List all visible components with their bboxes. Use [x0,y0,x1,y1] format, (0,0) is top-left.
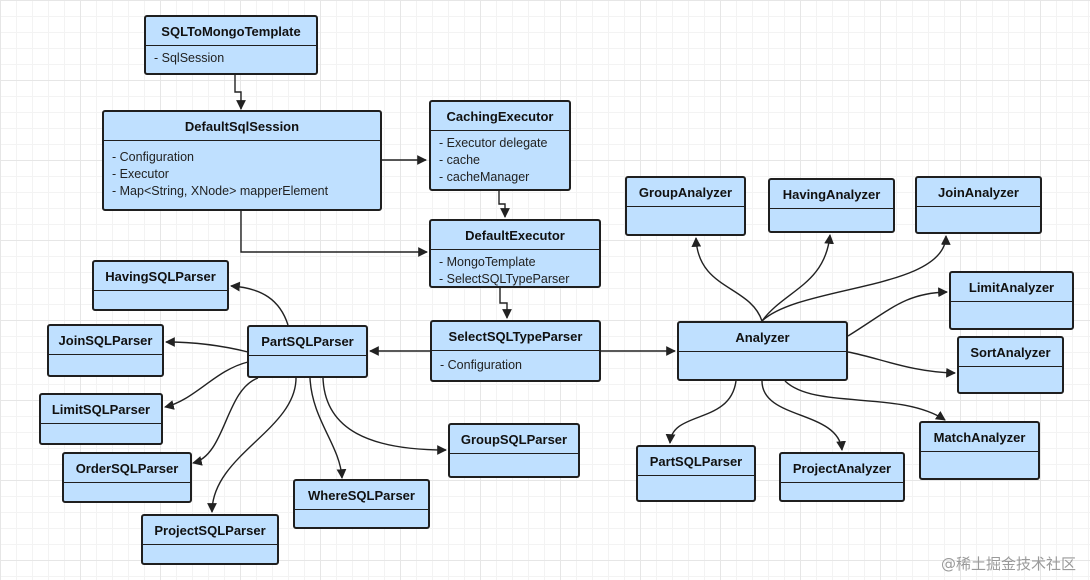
class-attribute: - SqlSession [154,51,225,65]
class-attribute: - cacheManager [439,170,530,184]
edge-analyzer-matchanalyzer [784,380,946,421]
class-attributes: - SqlSession [146,46,316,73]
class-havingsqlparser[interactable]: HavingSQLParser [92,260,229,311]
edge-analyzer-sortanalyzer [847,351,956,378]
edge-analyzer-joinanalyzer [761,235,951,322]
class-analyzer[interactable]: Analyzer [677,321,848,381]
class-name: PartSQLParser [638,447,754,476]
class-ordersqlparser[interactable]: OrderSQLParser [62,452,192,503]
edge-partsqlparser-ordersqlparser [192,377,259,466]
class-name: HavingAnalyzer [770,180,893,209]
class-attributes: - MongoTemplate - SelectSQLTypeParser [431,250,599,286]
edge-partsqlparser-limitsqlparser [164,361,249,410]
class-name: JoinSQLParser [49,326,162,355]
class-limitanalyzer[interactable]: LimitAnalyzer [949,271,1074,330]
class-name: SortAnalyzer [959,338,1062,367]
class-selectsqltypeparser[interactable]: SelectSQLTypeParser - Configuration [430,320,601,382]
class-attributes [64,483,190,501]
class-attributes [917,207,1040,232]
class-attributes [249,356,366,376]
class-attributes: - Configuration [432,351,599,380]
class-name: DefaultExecutor [431,221,599,250]
class-name: PartSQLParser [249,327,366,356]
edge-cachingexecutor-defaultexecutor [498,191,510,218]
class-groupsqlparser[interactable]: GroupSQLParser [448,423,580,478]
class-name: LimitSQLParser [41,395,161,424]
class-name: ProjectAnalyzer [781,454,903,483]
edge-analyzer-havinganalyzer [761,234,834,322]
class-groupanalyzer[interactable]: GroupAnalyzer [625,176,746,236]
class-wheresqlparser[interactable]: WhereSQLParser [293,479,430,529]
edge-analyzer-groupanalyzer [691,237,763,322]
edge-defaultexecutor-selectsqltypeparser [499,288,512,319]
edge-analyzer-projectanalyzer [761,380,846,451]
class-attributes [41,424,161,443]
class-name: SelectSQLTypeParser [432,322,599,351]
edge-partsqlparser-groupsqlparser [322,377,447,455]
class-name: GroupAnalyzer [627,178,744,207]
class-analyzer-partsqlparser[interactable]: PartSQLParser [636,445,756,502]
class-attributes [627,207,744,234]
edge-partsqlparser-havingsqlparser [230,281,289,326]
class-attributes [959,367,1062,392]
class-projectanalyzer[interactable]: ProjectAnalyzer [779,452,905,502]
class-attribute: - SelectSQLTypeParser [439,272,570,286]
class-attributes [49,355,162,375]
class-attributes [770,209,893,231]
class-attribute: - Executor [112,167,169,181]
class-attributes: - Configuration - Executor - Map<String,… [104,141,380,209]
class-attribute: - MongoTemplate [439,255,536,269]
class-cachingexecutor[interactable]: CachingExecutor - Executor delegate - ca… [429,100,571,191]
class-name: GroupSQLParser [450,425,578,454]
class-sqltomongotemplate[interactable]: SQLToMongoTemplate - SqlSession [144,15,318,75]
class-havinganalyzer[interactable]: HavingAnalyzer [768,178,895,233]
class-projectsqlparser[interactable]: ProjectSQLParser [141,514,279,565]
class-attributes [638,476,754,500]
class-name: Analyzer [679,323,846,352]
class-name: SQLToMongoTemplate [146,17,316,46]
class-joinanalyzer[interactable]: JoinAnalyzer [915,176,1042,234]
class-attributes [143,545,277,563]
class-limitsqlparser[interactable]: LimitSQLParser [39,393,163,445]
watermark: @稀土掘金技术社区 [940,555,1076,573]
class-name: ProjectSQLParser [143,516,277,545]
class-name: JoinAnalyzer [917,178,1040,207]
class-name: LimitAnalyzer [951,273,1072,302]
class-attributes [781,483,903,500]
edge-partsqlparser-wheresqlparser [309,377,347,479]
class-name: CachingExecutor [431,102,569,131]
class-name: WhereSQLParser [295,481,428,510]
class-defaultsqlsession[interactable]: DefaultSqlSession - Configuration - Exec… [102,110,382,211]
class-attributes [295,510,428,527]
class-name: DefaultSqlSession [104,112,380,141]
class-name: HavingSQLParser [94,262,227,291]
class-attribute: - Executor delegate [439,136,548,150]
class-attribute: - cache [439,153,480,167]
class-sortanalyzer[interactable]: SortAnalyzer [957,336,1064,394]
edge-analyzer-partsqlparser [665,380,737,444]
class-attribute: - Configuration [112,150,194,164]
class-name: OrderSQLParser [64,454,190,483]
class-attributes: - Executor delegate - cache - cacheManag… [431,131,569,189]
class-attribute: - Configuration [440,358,522,372]
class-defaultexecutor[interactable]: DefaultExecutor - MongoTemplate - Select… [429,219,601,288]
class-joinsqlparser[interactable]: JoinSQLParser [47,324,164,377]
class-name: MatchAnalyzer [921,423,1038,452]
edge-sqltomongotemplate-defaultsqlsession [234,75,246,110]
class-attributes [921,452,1038,478]
class-matchanalyzer[interactable]: MatchAnalyzer [919,421,1040,480]
class-attributes [450,454,578,476]
edge-partsqlparser-projectsqlparser [207,377,297,513]
edge-analyzer-limitanalyzer [847,287,948,337]
class-attributes [94,291,227,309]
class-attribute: - Map<String, XNode> mapperElement [112,184,329,198]
class-partsqlparser[interactable]: PartSQLParser [247,325,368,378]
edge-defaultsqlsession-defaultexecutor [240,211,428,257]
class-attributes [679,352,846,379]
edge-partsqlparser-joinsqlparser [165,337,249,353]
class-attributes [951,302,1072,328]
